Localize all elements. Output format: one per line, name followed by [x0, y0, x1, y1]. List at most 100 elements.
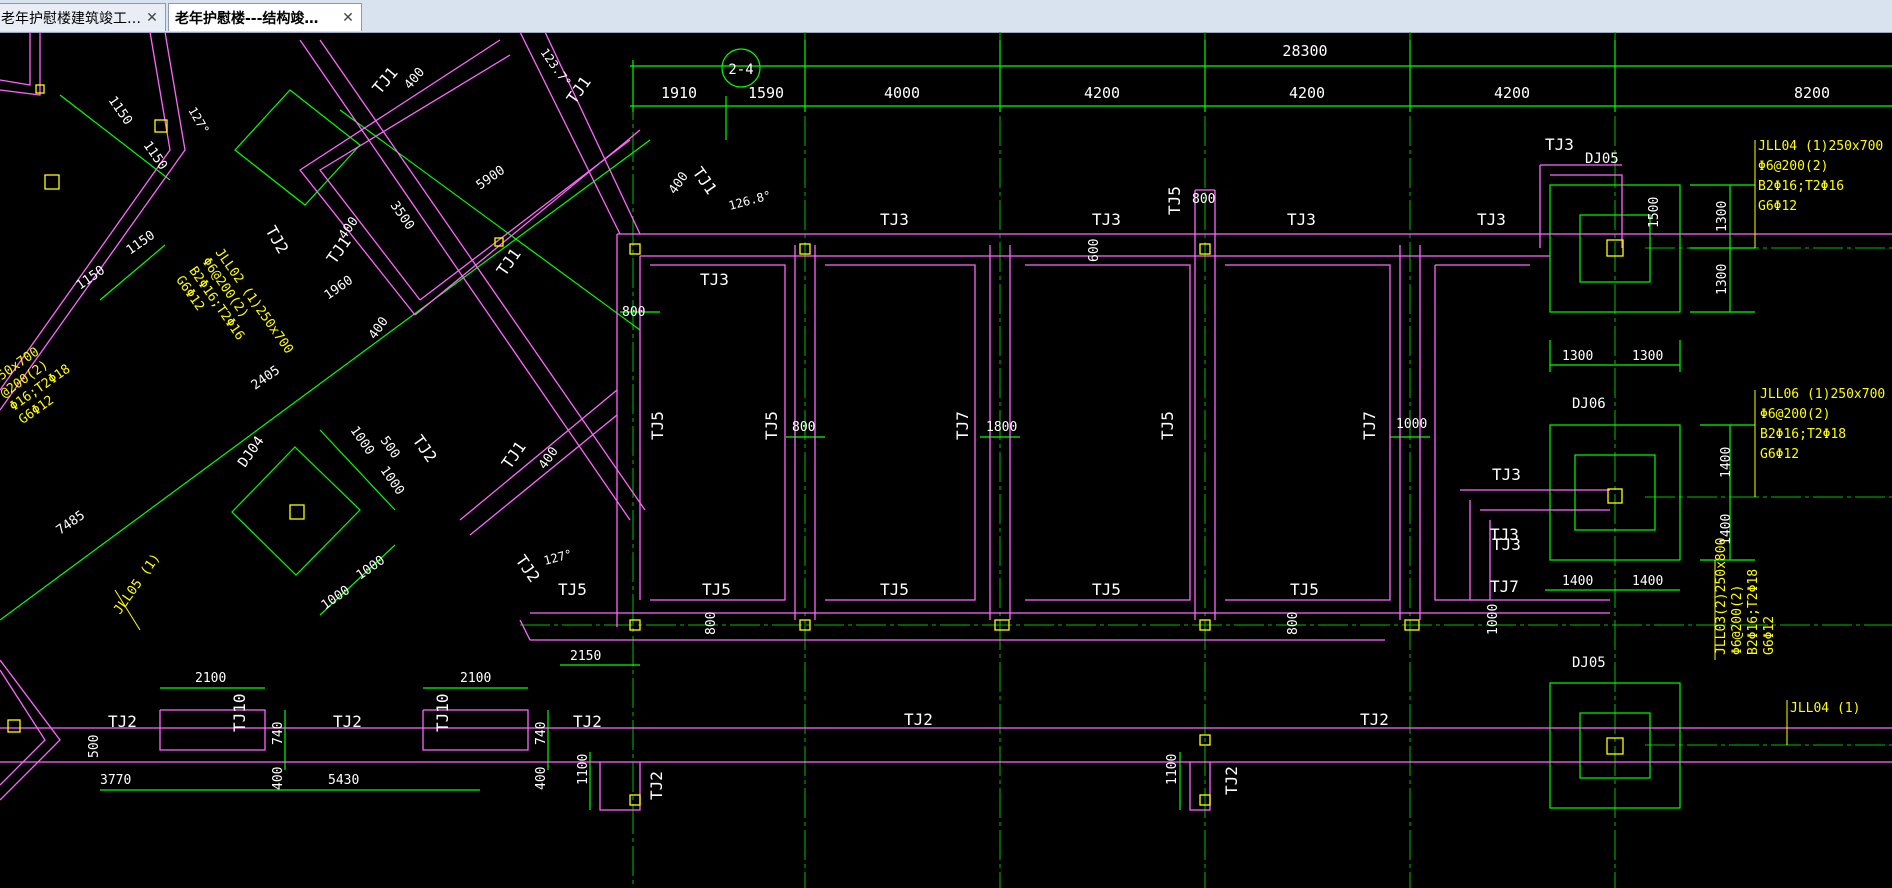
num-label: 1400 — [1719, 447, 1734, 478]
note-line: B2Φ16;T2Φ16 — [1758, 179, 1844, 194]
num-label: 1150 — [105, 94, 135, 128]
num-label: 800 — [622, 305, 645, 320]
column-markers — [7, 84, 1624, 806]
angle-label: 126.8° — [727, 188, 773, 213]
tab-label: 老年护慰楼建筑竣工… — [1, 10, 141, 27]
dim-4000: 4000 — [884, 84, 920, 102]
note-line: JLL04 (1)250x700 — [1758, 139, 1883, 154]
num-label: 1300 — [1562, 349, 1593, 364]
num-label: 3770 — [100, 773, 131, 788]
num-label: 800 — [792, 420, 815, 435]
num-label: 800 — [1192, 192, 1215, 207]
num-label: 1000 — [354, 553, 388, 583]
num-label: 1400 — [1719, 514, 1734, 545]
note-line: Φ6@200(2) — [1730, 585, 1745, 655]
note-line: Φ6@200(2) — [1758, 159, 1828, 174]
note-line: G6Φ12 — [1760, 447, 1799, 462]
note-line: B2Φ16;T2Φ18 — [1746, 569, 1761, 655]
note-line: G6Φ12 — [1758, 199, 1797, 214]
beam-label: TJ1 — [369, 63, 402, 97]
num-label: 400 — [271, 767, 286, 790]
num-label: 1500 — [1647, 197, 1662, 228]
beam-label: TJ3 — [1492, 535, 1521, 554]
num-label: 1000 — [1396, 417, 1427, 432]
cad-drawing-canvas[interactable]: 28300 1910 1590 4000 4200 4200 4200 8200… — [0, 32, 1892, 888]
dimension-lines — [0, 40, 1892, 810]
beam-label: TJ1 — [689, 163, 721, 198]
beam-label: TJ5 — [1158, 411, 1177, 440]
num-label: 1800 — [986, 420, 1017, 435]
beam-label: TJ2 — [1360, 710, 1389, 729]
pad-labels: DJ05 DJ06 DJ05 DJ04 — [235, 151, 1619, 671]
num-label: 2405 — [249, 363, 283, 393]
beam-label: TJ2 — [512, 551, 544, 586]
note-line: Φ6@200(2) — [1760, 407, 1830, 422]
angle-label: 123.7° — [538, 46, 574, 90]
pad-label: DJ05 — [1572, 655, 1606, 671]
num-label: 1960 — [322, 273, 356, 303]
angle-label: 127° — [542, 547, 574, 568]
beam-label: TJ10 — [230, 693, 249, 732]
num-label: 5900 — [474, 163, 508, 193]
num-label: 1000 — [1486, 604, 1501, 635]
beam-label: TJ2 — [573, 712, 602, 731]
num-label: 1400 — [1562, 574, 1593, 589]
num-label: 2100 — [195, 671, 226, 686]
dim-total: 28300 — [1282, 42, 1327, 60]
beam-label: TJ5 — [558, 580, 587, 599]
beam-label: TJ5 — [648, 411, 667, 440]
note-jll04: JLL04 (1)250x700 Φ6@200(2) B2Φ16;T2Φ16 G… — [1758, 139, 1883, 214]
beam-label: TJ7 — [953, 411, 972, 440]
dim-4200-c: 4200 — [1494, 84, 1530, 102]
num-label: 1000 — [347, 424, 377, 458]
note-jll03: JLL03(2)250x800 Φ6@200(2) B2Φ16;T2Φ18 G6… — [1714, 538, 1777, 655]
axis-grid-lines — [520, 32, 1892, 888]
num-label: 400 — [402, 65, 429, 93]
tab-architecture-drawing[interactable]: 老年护慰楼建筑竣工… ✕ — [0, 3, 166, 31]
beam-label: TJ1 — [493, 245, 525, 280]
beam-label: TJ3 — [880, 210, 909, 229]
pad-label: DJ04 — [235, 433, 267, 470]
beam-label: TJ5 — [1165, 186, 1184, 215]
num-label: 2150 — [570, 649, 601, 664]
num-label: 800 — [1286, 612, 1301, 635]
beam-notes: JLL04 (1)250x700 Φ6@200(2) B2Φ16;T2Φ16 G… — [0, 139, 1885, 716]
close-icon[interactable]: ✕ — [342, 9, 354, 26]
beam-label: TJ5 — [762, 411, 781, 440]
dim-4200-b: 4200 — [1289, 84, 1325, 102]
tab-label: 老年护慰楼---结构竣… — [175, 10, 319, 27]
note-jll06: JLL06 (1)250x700 Φ6@200(2) B2Φ16;T2Φ18 G… — [1760, 387, 1885, 462]
beam-label: TJ3 — [1477, 210, 1506, 229]
dimension-text: 28300 1910 1590 4000 4200 4200 4200 8200… — [661, 42, 1830, 102]
note-jll02: JLL02 (1)250x700 Φ6@200(2) B2Φ16;T2Φ16 G… — [172, 246, 295, 357]
num-label: 1150 — [124, 228, 158, 258]
num-label: 1150 — [74, 263, 108, 293]
note-jll04b: JLL04 (1) — [1790, 701, 1860, 716]
num-label: 1300 — [1715, 264, 1730, 295]
beam-label: TJ2 — [333, 712, 362, 731]
num-label: 1000 — [319, 583, 353, 613]
num-label: 400 — [536, 444, 562, 472]
beam-label: TJ3 — [1545, 135, 1574, 154]
num-label: 400 — [366, 314, 392, 342]
angle-label: 127° — [185, 105, 212, 137]
angle-labels: 126.8° 127° 127° 123.7° — [185, 46, 772, 568]
beam-label: TJ10 — [433, 693, 452, 732]
beam-label: TJ2 — [904, 710, 933, 729]
num-label: 1000 — [377, 464, 407, 498]
beam-label: TJ7 — [1490, 577, 1519, 596]
close-icon[interactable]: ✕ — [146, 9, 158, 26]
beam-label: TJ3 — [1492, 465, 1521, 484]
note-line: G6Φ12 — [1762, 616, 1777, 655]
num-label: 1300 — [1715, 201, 1730, 232]
num-label: 600 — [1087, 239, 1102, 262]
numeric-labels: 800 800 800 1800 1000 1300 1300 1400 140… — [54, 65, 1734, 790]
note-jll05: JLL05 (1) — [111, 551, 164, 617]
beam-label: TJ5 — [880, 580, 909, 599]
beam-label: TJ2 — [262, 223, 293, 258]
num-label: 1100 — [1165, 754, 1180, 785]
num-label: 500 — [87, 735, 102, 758]
note-jll-left: 250x700 @200(2) Φ16;T2Φ18 G6Φ12 — [0, 345, 73, 428]
tab-structure-drawing[interactable]: 老年护慰楼---结构竣… ✕ — [168, 3, 362, 31]
num-label: 1100 — [576, 754, 591, 785]
